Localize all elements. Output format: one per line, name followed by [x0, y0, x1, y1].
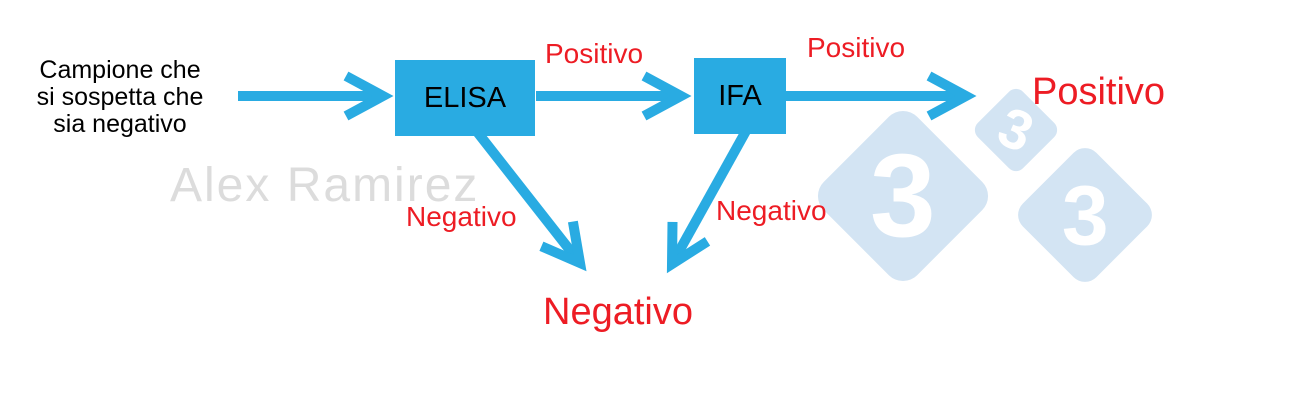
node-elisa: ELISA [395, 60, 535, 136]
node-ifa-label: IFA [718, 79, 762, 112]
source-sample-text: Campione che si sospetta che sia negativ… [36, 56, 204, 138]
outcome-positive: Positivo [1032, 71, 1166, 113]
edge-label-ifa-positive: Positivo [807, 32, 906, 63]
arrow-elisa-to-negative [474, 129, 587, 272]
edge-label-ifa-negative: Negativo [716, 195, 827, 226]
arrow-ifa-to-negative [666, 128, 751, 274]
node-ifa: IFA [694, 58, 786, 134]
edge-label-elisa-positive: Positivo [545, 38, 644, 69]
watermark-author: Alex Ramirez [170, 159, 480, 212]
edge-label-elisa-negative: Negativo [406, 201, 517, 232]
node-elisa-label: ELISA [423, 81, 507, 114]
outcome-negative: Negativo [543, 291, 693, 333]
